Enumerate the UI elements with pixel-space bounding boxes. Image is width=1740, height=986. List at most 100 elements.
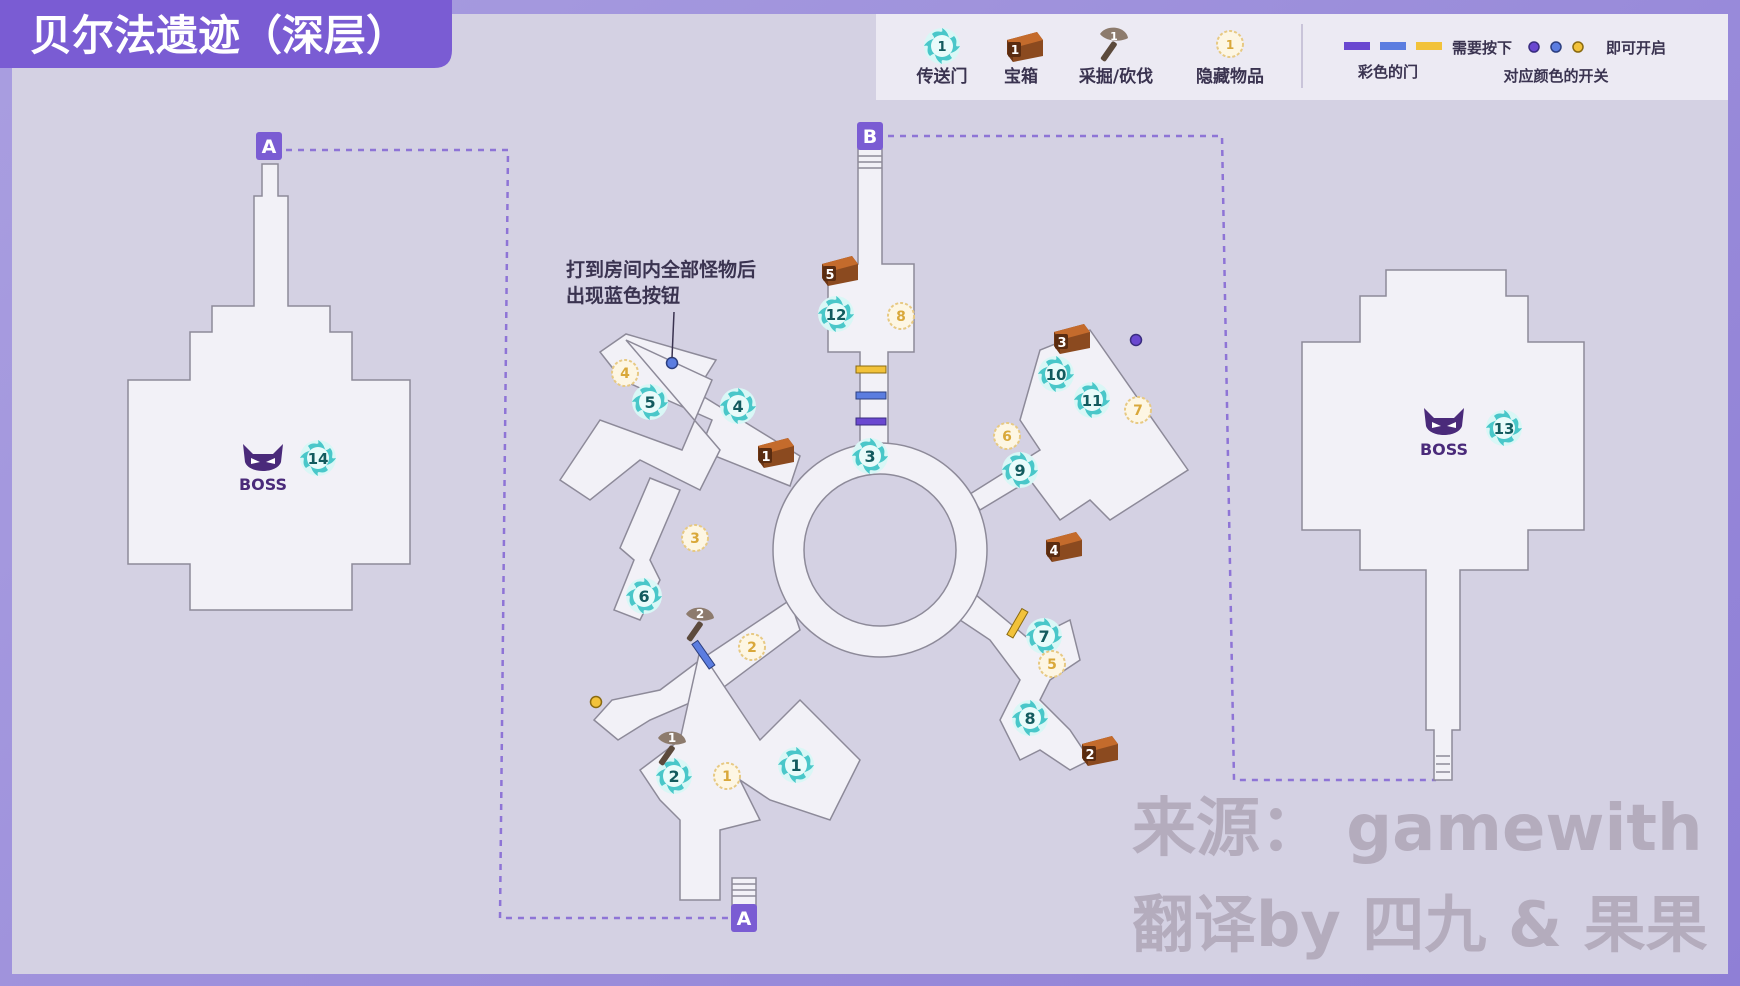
hidden-items: 1 2 3 4 5 6 7 8: [611, 302, 1152, 790]
svg-text:7: 7: [1133, 403, 1143, 419]
legend-need-press: 需要按下: [1452, 39, 1512, 57]
dig-icon-2: 2: [686, 607, 714, 643]
chest-icon-4: 4: [1046, 532, 1082, 562]
teleport-icon-2: 2: [656, 758, 692, 794]
blue-door-sw: [691, 639, 716, 670]
svg-text:13: 13: [1494, 420, 1515, 438]
svg-text:1: 1: [668, 731, 676, 745]
svg-text:12: 12: [826, 306, 847, 324]
teleport-icon-14: 14: [300, 440, 336, 476]
yellow-door: [855, 365, 887, 374]
svg-text:8: 8: [896, 309, 906, 325]
svg-text:A: A: [737, 908, 752, 930]
svg-text:9: 9: [1014, 461, 1025, 480]
svg-text:2: 2: [668, 767, 679, 786]
legend-blue-door: [1380, 42, 1406, 50]
svg-text:A: A: [262, 136, 277, 158]
legend-hidden-icon: 1: [1216, 30, 1244, 58]
boss-b-stairs: [1436, 755, 1450, 773]
boss-label-b: BOSS: [1420, 440, 1468, 459]
legend-blue-switch: [1550, 41, 1562, 53]
connector-lines: [286, 134, 1436, 920]
svg-text:3: 3: [1057, 336, 1066, 351]
legend-teleport-label: 传送门: [916, 66, 968, 87]
label-a-bottom: A: [731, 904, 757, 932]
hidden-icon-5: 5: [1038, 650, 1066, 678]
teleport-icon-1: 1: [778, 747, 814, 783]
chests: 1 2 3 4 5: [758, 256, 1118, 766]
legend-chest-icon: 1: [1007, 32, 1043, 62]
svg-text:5: 5: [825, 268, 834, 283]
svg-text:7: 7: [1038, 627, 1049, 646]
teleport-icon-11: 11: [1074, 382, 1110, 418]
legend-dig-icon: 1: [1100, 27, 1128, 63]
label-a-top: A: [256, 132, 282, 160]
svg-text:6: 6: [1002, 429, 1012, 445]
teleport-icon-9: 9: [1002, 452, 1038, 488]
note-pointer: [671, 311, 675, 359]
watermark-source: 来源： gamewith: [1132, 792, 1703, 866]
hidden-icon-8: 8: [887, 302, 915, 330]
teleport-icon-6: 6: [626, 578, 662, 614]
svg-text:1: 1: [1226, 38, 1234, 52]
chest-icon-5: 5: [822, 256, 858, 286]
svg-text:4: 4: [620, 366, 630, 382]
legend-hidden-label: 隐藏物品: [1196, 66, 1264, 87]
teleports: 1 2 3 4 5 6 7 8 9 10 11 12 13 14: [300, 296, 1522, 794]
note-line-1: 打到房间内全部怪物后: [566, 258, 756, 281]
label-b: B: [857, 122, 883, 150]
svg-text:8: 8: [1024, 709, 1035, 728]
legend-purple-switch: [1528, 41, 1540, 53]
note-line-2: 出现蓝色按钮: [566, 284, 680, 307]
svg-text:11: 11: [1082, 392, 1103, 410]
teleport-icon-12: 12: [818, 296, 854, 332]
watermark-translate: 翻译by 四九 & 果果: [1132, 888, 1708, 961]
svg-text:2: 2: [696, 607, 704, 621]
chest-icon-1: 1: [758, 438, 794, 468]
svg-text:5: 5: [1047, 657, 1057, 673]
chest-icon-3: 3: [1054, 324, 1090, 354]
legend-open: 即可开启: [1606, 39, 1666, 57]
svg-text:14: 14: [308, 450, 329, 468]
svg-text:6: 6: [638, 587, 649, 606]
hidden-icon-6: 6: [993, 422, 1021, 450]
boss-label-a: BOSS: [239, 475, 287, 494]
svg-text:4: 4: [732, 397, 743, 416]
purple-switch: [1129, 333, 1143, 347]
dig-icon-1: 1: [658, 731, 686, 767]
north-stairs: [858, 155, 882, 169]
teleport-icon-3: 3: [852, 438, 888, 474]
legend-switch: 对应颜色的开关: [1503, 67, 1608, 85]
svg-text:2: 2: [747, 640, 757, 656]
svg-text:B: B: [863, 126, 877, 148]
legend-purple-door: [1344, 42, 1370, 50]
ring-center: [803, 473, 957, 627]
svg-text:4: 4: [1049, 544, 1058, 559]
legend: 1 传送门 1 宝箱 1 采掘/砍伐 1 隐藏物品 需要按下 即可开启 彩色的门…: [916, 24, 1666, 88]
yellow-switch: [589, 695, 603, 709]
boss-room-b: [1301, 269, 1585, 781]
blue-switch: [665, 356, 679, 370]
teleport-icon-10: 10: [1038, 356, 1074, 392]
svg-text:10: 10: [1046, 366, 1067, 384]
purple-door: [855, 417, 887, 426]
legend-yellow-door: [1416, 42, 1442, 50]
svg-text:1: 1: [1110, 30, 1118, 43]
hidden-icon-1: 1: [713, 762, 741, 790]
svg-text:1: 1: [790, 756, 801, 775]
teleport-icon-13: 13: [1486, 410, 1522, 446]
hidden-icon-4: 4: [611, 359, 639, 387]
svg-text:1: 1: [937, 40, 946, 55]
teleport-icon-8: 8: [1012, 700, 1048, 736]
svg-text:5: 5: [644, 393, 655, 412]
hidden-icon-2: 2: [738, 633, 766, 661]
svg-text:1: 1: [761, 450, 770, 465]
yellow-door-se: [1006, 607, 1029, 639]
svg-text:1: 1: [1011, 43, 1019, 57]
legend-dig-label: 采掘/砍伐: [1078, 66, 1153, 87]
svg-text:3: 3: [864, 447, 875, 466]
boss-room-a: [127, 163, 411, 611]
teleport-icon-7: 7: [1026, 618, 1062, 654]
legend-colored-door: 彩色的门: [1357, 63, 1418, 81]
